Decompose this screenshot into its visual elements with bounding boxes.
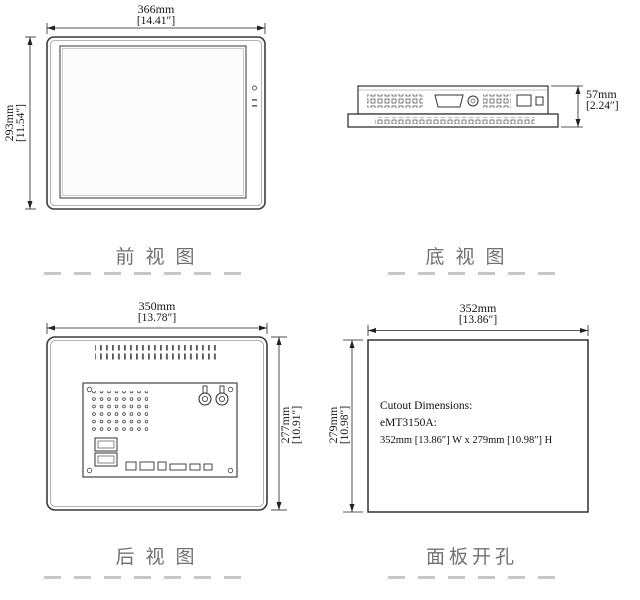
rear-height-dimension-line bbox=[271, 336, 287, 511]
vga-port bbox=[434, 94, 464, 108]
cutout-height-mm: 279mm bbox=[326, 406, 340, 444]
front-height-dimension-line bbox=[25, 36, 36, 210]
bottom-port-row bbox=[125, 461, 213, 471]
cutout-rect bbox=[367, 339, 589, 513]
mounting-hole-grid bbox=[92, 391, 148, 431]
round-connector bbox=[467, 95, 479, 107]
rear-width-dim-text: 350mm [13.78″] bbox=[97, 300, 217, 324]
rear-view-drawing bbox=[46, 323, 287, 511]
front-width-inch: [14.41″] bbox=[136, 15, 176, 27]
thickness-inch: [2.24″] bbox=[586, 100, 619, 112]
cutout-height-dim-text: 279mm [10.98″] bbox=[326, 380, 353, 470]
cutout-width-dimension-line bbox=[367, 325, 589, 336]
usb-stack bbox=[94, 437, 118, 467]
rear-height-dim-text: 277mm [10.91″] bbox=[278, 380, 305, 470]
thickness-mm: 57mm bbox=[586, 87, 617, 101]
rear-width-inch: [13.78″] bbox=[137, 312, 177, 324]
bottom-view-drawing bbox=[347, 85, 583, 128]
cutout-view-label: 面板开孔 bbox=[425, 547, 518, 568]
bottom-dashed-divider bbox=[388, 272, 560, 275]
cutout-note-line1: Cutout Dimensions: bbox=[380, 400, 473, 412]
usb-port bbox=[516, 94, 532, 107]
cutout-height-dimension-line bbox=[343, 339, 363, 513]
front-width-mm: 366mm bbox=[137, 2, 175, 16]
cutout-dashed-divider bbox=[388, 576, 560, 579]
front-height-dim-text: 293mm [11.54″] bbox=[2, 78, 29, 168]
cutout-note: Cutout Dimensions: eMT3150A: 352mm [13.8… bbox=[380, 398, 585, 449]
rear-width-dimension-line bbox=[46, 323, 268, 334]
front-dashed-divider bbox=[44, 272, 254, 275]
rear-view-label: 后视图 bbox=[115, 547, 206, 568]
rear-width-mm: 350mm bbox=[138, 299, 176, 313]
antenna-connectors bbox=[198, 385, 229, 406]
cutout-width-dim-text: 352mm [13.86″] bbox=[418, 302, 538, 326]
bottom-view-label: 底视图 bbox=[425, 247, 516, 268]
front-view-drawing bbox=[25, 23, 266, 210]
front-height-inch: [11.54″] bbox=[15, 104, 27, 142]
front-camera-dot bbox=[252, 85, 257, 91]
front-width-dim-text: 366mm [14.41″] bbox=[96, 3, 216, 27]
front-view-label: 前视图 bbox=[115, 247, 206, 268]
cutout-note-line2: eMT3150A: bbox=[380, 417, 437, 429]
cutout-height-inch: [10.98″] bbox=[339, 405, 351, 445]
cutout-width-inch: [13.86″] bbox=[458, 314, 498, 326]
cutout-width-mm: 352mm bbox=[459, 301, 497, 315]
cutout-view-drawing bbox=[343, 325, 589, 513]
front-screen bbox=[59, 45, 247, 199]
rear-height-inch: [10.91″] bbox=[291, 405, 303, 445]
rear-dashed-divider bbox=[44, 576, 254, 579]
thickness-dimension-line bbox=[551, 85, 583, 128]
front-width-dimension-line bbox=[46, 23, 266, 34]
front-height-mm: 293mm bbox=[2, 104, 16, 142]
rear-height-mm: 277mm bbox=[278, 406, 292, 444]
vent-slots bbox=[95, 345, 217, 362]
thickness-dim-text: 57mm [2.24″] bbox=[586, 88, 638, 112]
cutout-note-line3: 352mm [13.86″] W x 279mm [10.98″] H bbox=[380, 435, 553, 446]
